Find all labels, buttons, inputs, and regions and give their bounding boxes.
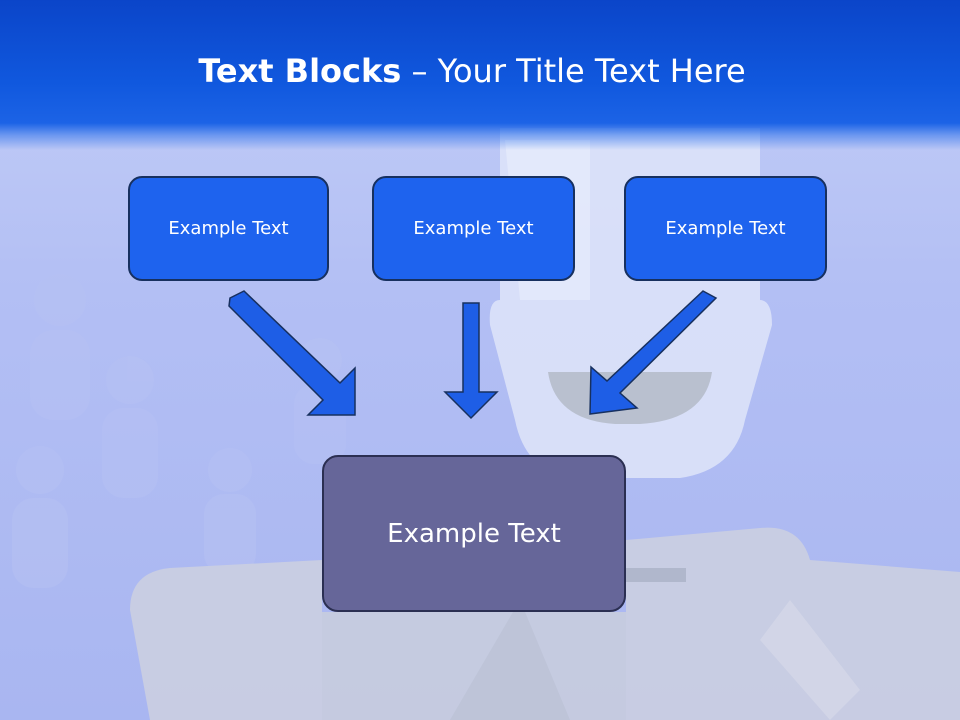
slide-title-rest: – Your Title Text Here	[401, 52, 746, 90]
slide-title-bold: Text Blocks	[198, 52, 402, 90]
text-block-2[interactable]: Example Text	[372, 176, 575, 281]
slide-title: Text Blocks – Your Title Text Here	[0, 52, 944, 90]
text-block-1[interactable]: Example Text	[128, 176, 329, 281]
arrow-down-left-icon	[589, 290, 718, 415]
text-block-3[interactable]: Example Text	[624, 176, 827, 281]
slide-header: Text Blocks – Your Title Text Here	[0, 0, 960, 150]
text-block-1-label: Example Text	[168, 218, 289, 239]
arrow-down-right-icon	[228, 290, 356, 416]
result-text-block[interactable]: Example Text	[322, 455, 626, 612]
result-text-block-label: Example Text	[387, 518, 561, 549]
text-block-3-label: Example Text	[665, 218, 786, 239]
text-block-2-label: Example Text	[413, 218, 534, 239]
arrow-down-icon	[443, 302, 499, 420]
